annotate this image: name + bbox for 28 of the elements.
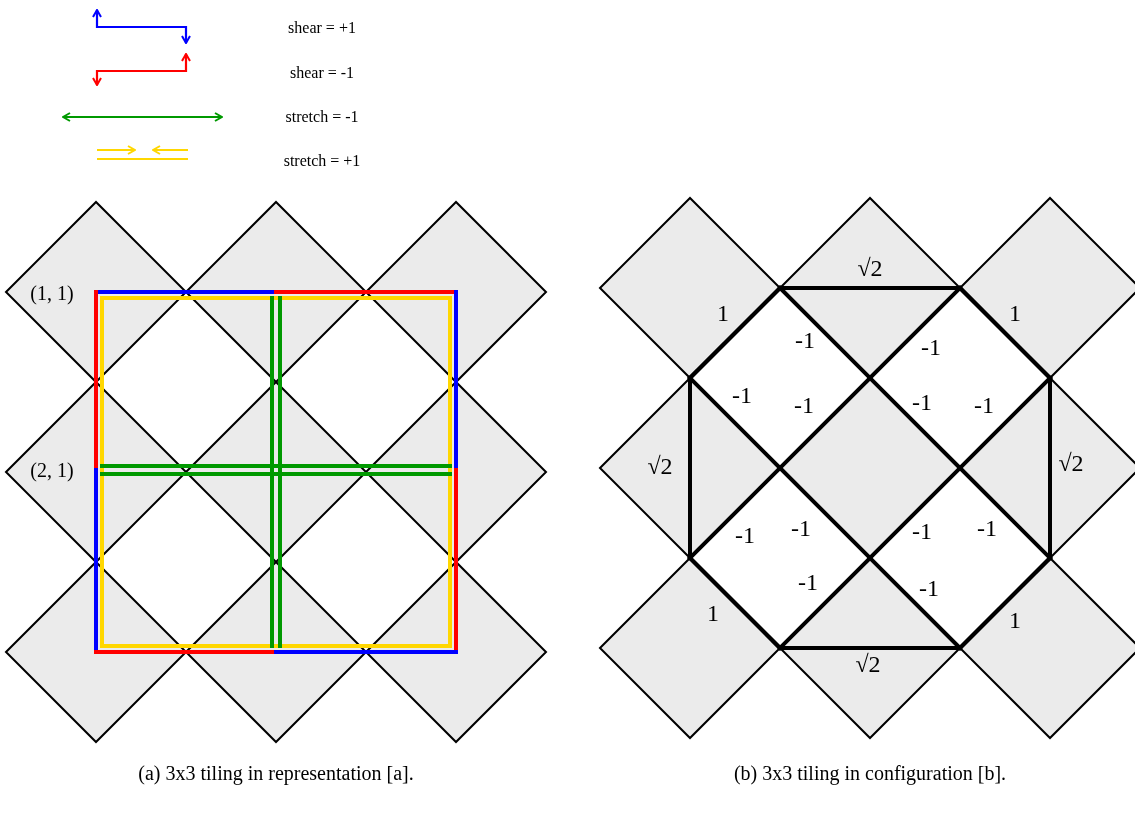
legend-text: stretch = -1 (285, 109, 359, 125)
edge-weight-label: -1 (795, 328, 815, 352)
edge-weight-label: -1 (732, 383, 752, 407)
edge-weight-label: -1 (798, 570, 818, 594)
edge-weight-label: 1 (707, 601, 719, 625)
edge-weight-label: -1 (794, 393, 814, 417)
edge-weight-label: -1 (791, 516, 811, 540)
edge-weight-label: -1 (921, 335, 941, 359)
edge-weight-label: -1 (912, 390, 932, 414)
edge-weight-label: √2 (1058, 451, 1084, 475)
edge-weight-label: √2 (647, 454, 673, 478)
legend-text: shear = -1 (289, 65, 355, 81)
edge-weight-label: -1 (735, 523, 755, 547)
coordinate-label: (2, 1) (30, 460, 74, 480)
edge-weight-label: -1 (977, 516, 997, 540)
edge-weight-label: -1 (912, 519, 932, 543)
edge-weight-label: 1 (717, 301, 729, 325)
legend-text: stretch = +1 (283, 153, 361, 169)
edge-weight-label: 1 (1009, 608, 1021, 632)
edge-weight-label: √2 (857, 256, 883, 280)
coordinate-label: (1, 1) (30, 283, 74, 303)
caption: (a) 3x3 tiling in representation [a]. (138, 763, 414, 783)
edge-weight-label: 1 (1009, 301, 1021, 325)
caption: (b) 3x3 tiling in configuration [b]. (733, 763, 1007, 783)
edge-weight-label: -1 (919, 576, 939, 600)
edge-weight-label: √2 (855, 652, 881, 676)
legend-text: shear = +1 (288, 20, 356, 36)
edge-weight-label: -1 (974, 393, 994, 417)
